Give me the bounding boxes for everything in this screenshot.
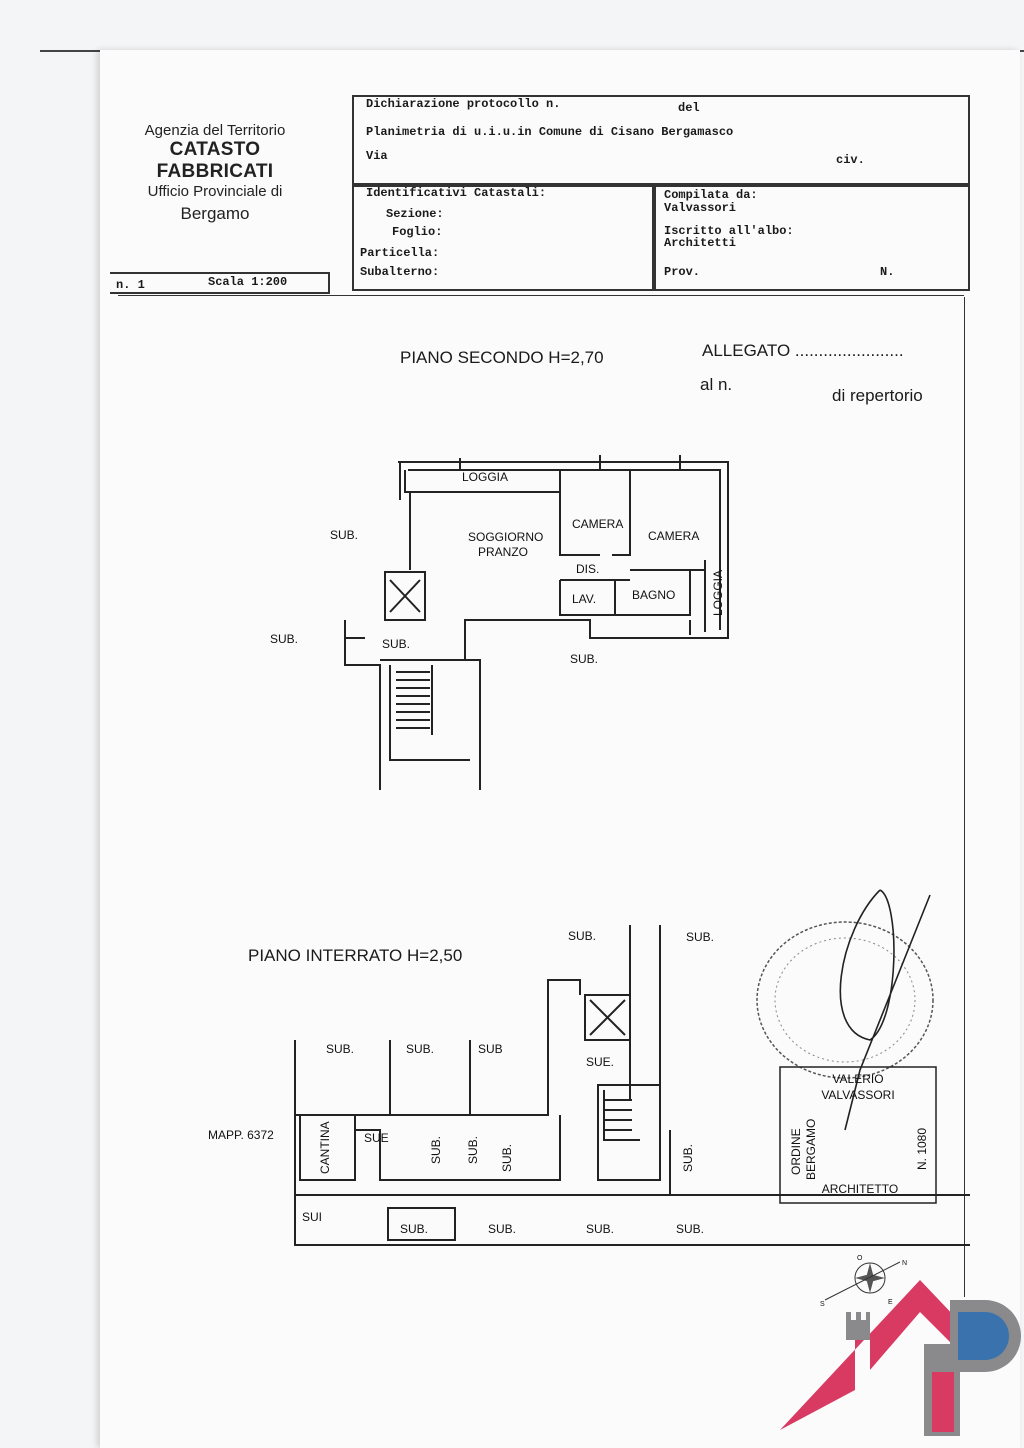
architect-stamp: VALERIO VALVASSORI ORDINE BERGAMO N. 108… — [756, 889, 937, 1204]
label-sub-b1: SUB. — [400, 1222, 428, 1236]
compass-e: E — [888, 1299, 893, 1306]
office-label: Ufficio Provinciale di — [147, 183, 283, 200]
frame-right-line — [964, 297, 966, 1297]
label-sub-left: SUB. — [330, 528, 358, 542]
label-camera-1: CAMERA — [572, 517, 623, 531]
protocol-label: Dichiarazione protocollo n. — [366, 97, 561, 111]
label-mapp: MAPP. 6372 — [208, 1128, 274, 1142]
repertorio-suffix: di repertorio — [832, 386, 923, 405]
compass-n: N — [902, 1260, 907, 1267]
scale-label: Scala 1:200 — [208, 275, 288, 289]
label-sub-room-3: SUB — [478, 1042, 503, 1056]
label-sub-b3: SUB. — [586, 1222, 614, 1236]
compass-s: S — [820, 1301, 825, 1308]
label-dis: DIS. — [576, 562, 599, 576]
catasto-title: CATASTO FABBRICATI — [156, 139, 274, 182]
foglio-label: Foglio: — [392, 225, 443, 239]
albo-value: Architetti — [664, 236, 737, 250]
compass-rose-icon: O N S E — [820, 1255, 907, 1308]
document-page — [100, 50, 1020, 1448]
upper-plan-walls — [344, 455, 729, 790]
identifiers-box — [352, 183, 656, 291]
label-sub-b0: SUI — [302, 1210, 322, 1224]
label-sub-c: SUE — [364, 1131, 389, 1145]
lower-plan-walls — [294, 925, 970, 1246]
label-sub-lift: SUE. — [586, 1055, 614, 1069]
planimetry-text: Planimetria di u.i.u.in Comune di Cisano… — [366, 125, 734, 139]
label-soggiorno: SOGGIORNO — [468, 530, 543, 544]
label-sub-bottom: SUB. — [570, 652, 598, 666]
label-camera-2: CAMERA — [648, 529, 699, 543]
stamp-name-2: VALVASSORI — [821, 1088, 894, 1102]
label-sub-stair: SUB. — [382, 637, 410, 651]
n-label: N. — [880, 265, 895, 279]
lower-plan-title: PIANO INTERRATO H=2,50 — [248, 946, 463, 965]
label-sub-top-2: SUB. — [686, 930, 714, 944]
agency-header: Agenzia del Territorio CATASTO FABBRICAT… — [110, 122, 320, 224]
sezione-label: Sezione: — [386, 207, 444, 221]
stamp-role: ARCHITETTO — [822, 1182, 898, 1196]
label-bagno: BAGNO — [632, 588, 675, 602]
label-sub-room-2: SUB. — [406, 1042, 434, 1056]
del-label: del — [678, 101, 700, 115]
label-sub-v2: SUB. — [466, 1136, 480, 1164]
stamp-number: N. 1080 — [915, 1128, 929, 1170]
label-sub-b4: SUB. — [676, 1222, 704, 1236]
sheet-number: n. 1 — [116, 278, 145, 292]
agency-logo — [780, 1280, 1021, 1436]
via-label: Via — [366, 149, 388, 163]
label-cantina: CANTINA — [318, 1121, 332, 1174]
stamp-name-1: VALERIO — [832, 1072, 883, 1086]
label-loggia-2: LOGGIA — [711, 570, 725, 616]
upper-plan-labels: LOGGIA SOGGIORNO PRANZO CAMERA CAMERA DI… — [270, 470, 725, 666]
label-sub-left-2: SUB. — [270, 632, 298, 646]
stamp-order-1: ORDINE — [789, 1128, 803, 1175]
compass-o: O — [857, 1255, 863, 1262]
label-sub-top-1: SUB. — [568, 929, 596, 943]
label-sub-v4: SUB. — [681, 1144, 695, 1172]
agency-name: Agenzia del Territorio — [144, 122, 286, 139]
compiler-box — [652, 183, 970, 291]
upper-plan-title: PIANO SECONDO H=2,70 — [400, 348, 604, 367]
prov-label: Prov. — [664, 265, 701, 279]
label-sub-room-1: SUB. — [326, 1042, 354, 1056]
albo-label: Iscritto all'albo: — [664, 224, 794, 238]
civ-label: civ. — [836, 153, 865, 167]
label-sub-b2: SUB. — [488, 1222, 516, 1236]
repertorio-prefix: al n. — [700, 375, 733, 394]
header-box-top — [352, 95, 970, 187]
stamp-order-2: BERGAMO — [804, 1119, 818, 1180]
particella-label: Particella: — [360, 246, 440, 260]
office-city: Bergamo — [180, 204, 250, 223]
label-pranzo: PRANZO — [478, 545, 528, 559]
label-sub-v3: SUB. — [500, 1144, 514, 1172]
label-lav: LAV. — [572, 592, 596, 606]
rule-line — [118, 295, 964, 297]
compiled-label: Compilata da: — [664, 188, 758, 202]
subalterno-label: Subalterno: — [360, 265, 440, 279]
label-sub-v1: SUB. — [429, 1136, 443, 1164]
compiled-name: Valvassori — [664, 201, 737, 215]
label-loggia: LOGGIA — [462, 470, 508, 484]
lower-plan-labels: MAPP. 6372 SUB. SUB. SUB. SUB. SUB SUE. … — [208, 929, 714, 1236]
allegato-label: ALLEGATO ....................... — [702, 341, 904, 360]
identifiers-label: Identificativi Catastali: — [366, 186, 547, 200]
scale-box — [110, 272, 330, 294]
